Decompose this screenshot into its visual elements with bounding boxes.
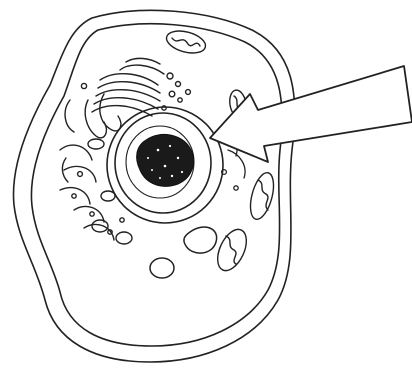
mitochondrion bbox=[212, 225, 252, 275]
mitochondrion bbox=[246, 170, 278, 222]
golgi-apparatus bbox=[65, 58, 190, 137]
mitochondrion bbox=[164, 27, 208, 57]
nucleolus bbox=[137, 134, 194, 186]
endoplasmic-reticulum bbox=[60, 139, 132, 244]
pointer-arrow bbox=[210, 66, 412, 162]
vacuole bbox=[150, 227, 217, 278]
